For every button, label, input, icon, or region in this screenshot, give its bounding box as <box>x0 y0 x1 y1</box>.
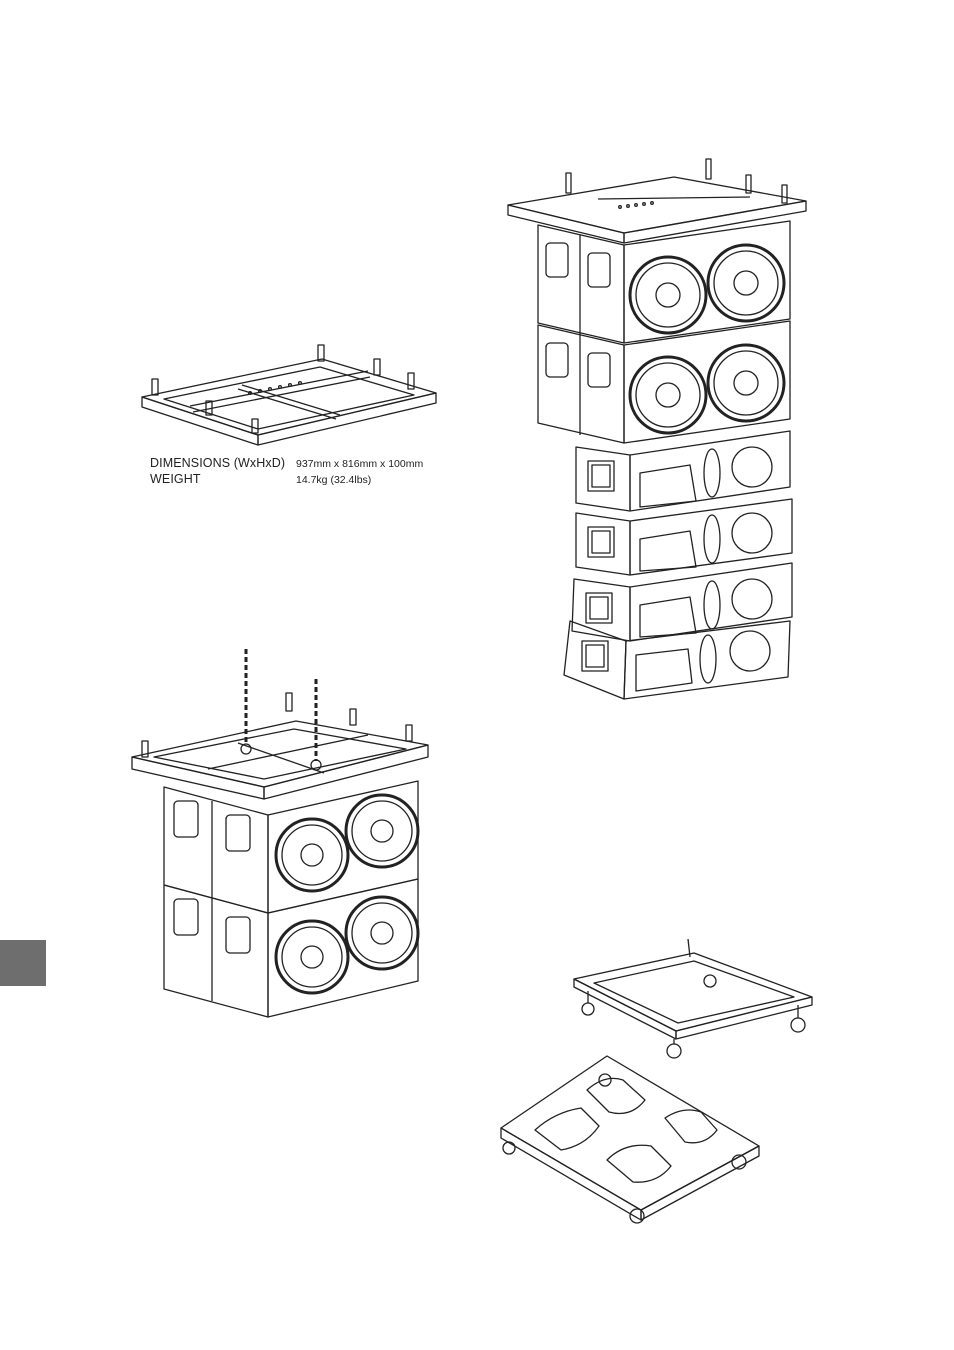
dimensions-row: DIMENSIONS (WxHxD) 937mm x 816mm x 100mm <box>150 456 423 472</box>
dimensions-value: 937mm x 816mm x 100mm <box>296 458 423 470</box>
fly-frame-figure <box>130 335 450 455</box>
weight-label: WEIGHT <box>150 472 296 486</box>
frame-specifications: DIMENSIONS (WxHxD) 937mm x 816mm x 100mm… <box>150 456 423 488</box>
suspended-subwoofer-figure <box>128 645 438 1025</box>
wheeled-frame-figure <box>568 935 824 1065</box>
dolly-board-figure <box>495 1050 765 1230</box>
weight-value: 14.7kg (32.4lbs) <box>296 474 371 486</box>
dimensions-label: DIMENSIONS (WxHxD) <box>150 456 296 470</box>
chapter-tab <box>0 940 46 986</box>
line-array-stack-figure <box>500 155 820 715</box>
weight-row: WEIGHT 14.7kg (32.4lbs) <box>150 472 423 488</box>
